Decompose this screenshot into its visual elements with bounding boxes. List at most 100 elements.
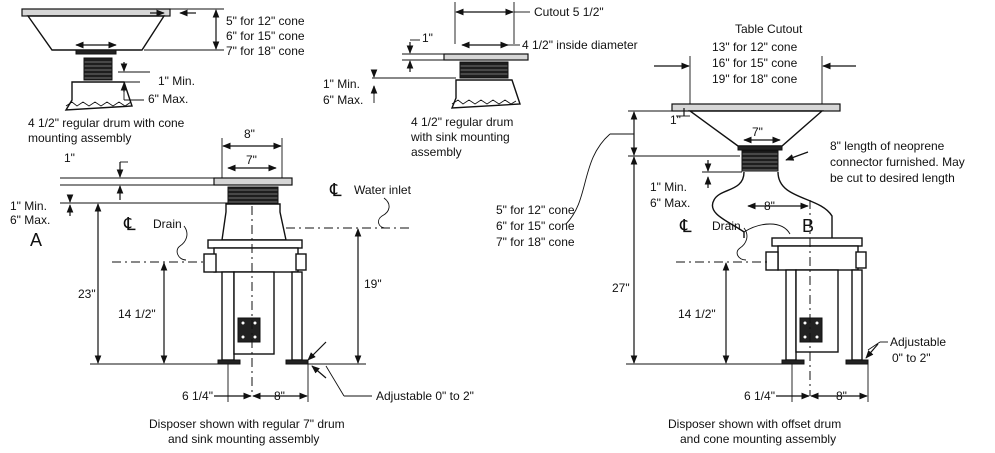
caption-line-2: with sink mounting [410,130,510,144]
height-14-5-label: 14 1/2" [678,307,716,321]
caption-line-2: and cone mounting assembly [680,432,836,446]
height-14-5-label: 14 1/2" [118,307,156,321]
cone-height-15: 6" for 15" cone [226,29,305,43]
screw [815,321,819,325]
top-left-cone-assembly: 5" for 12" cone 6" for 15" cone 7" for 1… [21,8,305,145]
max-label: 6" Max. [650,196,690,210]
inside-diameter-label: 4 1/2" inside diameter [522,38,638,52]
offset-connector-inner [743,223,791,238]
neoprene-connector [741,150,779,172]
screw [241,335,245,339]
disposer-motor-housing [213,247,299,273]
adjustable-line-1: Adjustable [890,335,946,349]
width-8-bottom-label: 8" [836,389,847,403]
neoprene-connector [459,61,509,79]
table-cutout-title: Table Cutout [735,22,803,36]
screw [815,335,819,339]
adjustable-line-2: 0" to 2" [892,351,931,365]
screw [803,321,807,325]
drain-label: Drain [712,219,741,233]
right-leg [291,271,303,361]
drain-outlet [765,251,779,271]
disposer-collar [207,239,303,249]
min-label: 1" Min. [650,180,687,194]
label-a: A [30,230,42,250]
cone-height-12: 5" for 12" cone [226,14,305,28]
neoprene-note-arrow [785,151,809,161]
drain-label: Drain [153,217,182,231]
min-label: 1" Min. [10,199,47,213]
table-cutout-18: 19" for 18" cone [712,72,798,86]
adjustable-arrow [865,343,879,359]
cone-height-12: 5" for 12" cone [496,203,575,217]
adjustable-arrow-top [307,341,327,361]
width-7-label: 7" [246,153,257,167]
left-disposer: 8" 7" 1" 1" Min. 6" Max. [10,127,474,446]
neoprene-connector [83,57,113,81]
max-label: 6" Max. [323,93,363,107]
adjustable-leader [325,365,345,397]
caption-line-2: and sink mounting assembly [168,432,319,446]
caption-line-1: 4 1/2" regular drum with cone [28,116,185,130]
left-foot [217,359,241,365]
side-outlet [855,251,867,269]
drum-top-cutaway [64,81,133,111]
side-outlet [295,253,307,271]
screw [803,335,807,339]
adjustable-leader [867,341,881,351]
width-6-25-label: 6 1/4" [744,389,775,403]
caption-line-1: Disposer shown with offset drum [668,417,841,431]
left-foot [781,359,805,365]
screw [253,321,257,325]
height-19-label: 19" [364,277,382,291]
centerline-symbol-a: ℄ [123,214,136,234]
cone-body [26,15,166,51]
table-cutout-15: 16" for 15" cone [712,56,798,70]
max-label: 6" Max. [10,213,50,227]
one-inch-label: 1" [422,31,433,45]
min-label: 1" Min. [158,74,195,88]
min-label: 1" Min. [323,77,360,91]
width-8-label: 8" [244,127,255,141]
table-rim [671,103,841,112]
screw [253,335,257,339]
right-disposer: Table Cutout 13" for 12" cone 16" for 15… [496,22,965,446]
neoprene-note-1: 8" length of neoprene [830,139,945,153]
width-6-25-label: 6 1/4" [182,389,213,403]
table-cutout-12: 13" for 12" cone [712,40,798,54]
offset-connector [711,171,833,238]
cone-height-18: 7" for 18" cone [226,44,305,58]
disposer-motor-housing [777,245,859,271]
left-leg [221,271,235,361]
drain-leader [176,225,188,261]
water-inlet-label: Water inlet [354,183,412,197]
one-inch-label: 1" [64,151,75,165]
control-box [799,317,823,343]
left-leg [785,269,797,361]
cone-height-leader [565,133,611,225]
cone-height-18: 7" for 18" cone [496,235,575,249]
drain-leader [736,227,748,261]
cone-neck [75,49,117,55]
cone-neck [737,145,783,151]
drain-outlet [203,253,217,273]
sink-flange [443,53,529,61]
neoprene-note-3: be cut to desired length [830,171,955,185]
disposer-collar [771,237,863,247]
control-box [237,317,261,343]
centerline-symbol-inlet: ℄ [329,180,342,200]
disposer-drum [221,203,287,241]
width-7-label: 7" [752,125,763,139]
caption-line-1: 4 1/2" regular drum [411,115,513,129]
adjustable-label: Adjustable 0" to 2" [376,389,474,403]
water-inlet-leader [378,197,390,229]
height-23-label: 23" [78,287,96,301]
caption-line-1: Disposer shown with regular 7" drum [149,417,345,431]
offset-8-label: 8" [764,199,775,213]
caption-line-3: assembly [411,145,462,159]
right-leg [851,269,863,361]
right-foot [845,359,869,365]
cutout-label: Cutout 5 1/2" [534,5,604,19]
